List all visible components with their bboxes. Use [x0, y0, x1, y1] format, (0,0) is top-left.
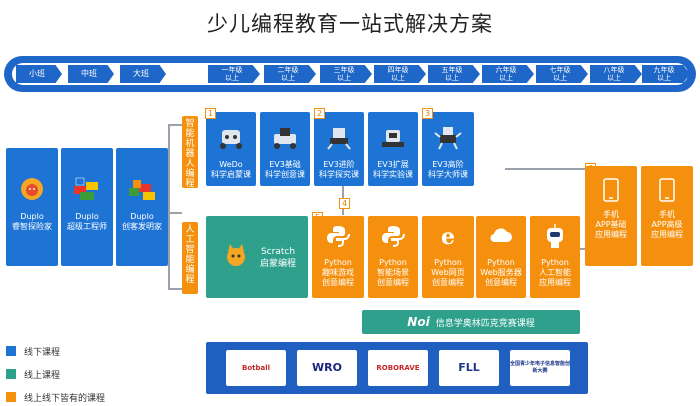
stage-grade-1: 一年级以上 [208, 65, 260, 83]
step-badge: 1 [205, 108, 216, 119]
svg-text:e: e [441, 224, 455, 248]
stage-small-class: 小班 [16, 65, 62, 83]
connector-robot [168, 124, 182, 126]
course-ev3-master: EV3高阶科学大师课 [422, 112, 474, 186]
stage-grade-8: 八年级以上 [590, 65, 642, 83]
robot-head-icon [547, 224, 563, 248]
stage-grade-5: 五年级以上 [428, 65, 480, 83]
stage-grade-4: 四年级以上 [374, 65, 426, 83]
connector-python-to-app [578, 248, 586, 250]
step-badge: 4 [339, 198, 350, 209]
bricks-icon [129, 180, 155, 200]
phone-icon [659, 178, 675, 202]
browser-icon: e [441, 224, 455, 248]
phone-icon [603, 178, 619, 202]
course-ev3-advanced: EV3进阶科学探究课 [314, 112, 364, 186]
step-badge: 2 [314, 108, 325, 119]
competition-roborave-logo: ROBORAVE [368, 350, 428, 386]
bricks-icon [74, 177, 98, 200]
python-icon [327, 226, 350, 247]
stage-grade-2: 二年级以上 [264, 65, 316, 83]
robot-icon [327, 128, 351, 150]
legend-label-offline: 线下课程 [24, 348, 61, 358]
competition-fll-logo: FLL [439, 350, 499, 386]
robot-icon [274, 128, 296, 149]
stage-grade-7: 七年级以上 [536, 65, 588, 83]
noi-logo: Noi [407, 315, 430, 329]
connector-vertical [168, 124, 170, 288]
legend-swatch-both [6, 392, 16, 402]
legend-label-both: 线上线下皆有的课程 [24, 394, 106, 404]
stage-big-class: 大班 [120, 65, 166, 83]
legend-swatch-offline [6, 346, 16, 356]
course-ev3-basic: EV3基础科学创意课 [260, 112, 310, 186]
noi-label: 信息学奥林匹克竞赛课程 [435, 319, 535, 329]
robot-icon [382, 130, 404, 147]
stage-middle-class: 中班 [68, 65, 114, 83]
stage-grade-9: 九年级以上 [642, 65, 690, 83]
page-title: 少儿编程教育一站式解决方案 [207, 12, 493, 36]
cloud-icon [490, 228, 512, 243]
robot-icon [220, 130, 242, 149]
stage-grade-6: 六年级以上 [482, 65, 534, 83]
cat-icon [227, 244, 245, 266]
python-icon [382, 226, 405, 247]
legend-swatch-online [6, 369, 16, 379]
connector-ai [168, 288, 182, 290]
connector-robot-to-app [505, 168, 585, 170]
lion-icon [21, 178, 43, 200]
course-ev3-extension: EV3扩展科学实验课 [368, 112, 418, 186]
competition-botball-logo: Botball [226, 350, 286, 386]
track-label-ai: 人工智能编程 [182, 222, 198, 294]
stage-grade-3: 三年级以上 [320, 65, 372, 83]
competition-ecic-logo: 全国青少年电子信息智能创新大赛 [510, 350, 570, 386]
robot-icon [434, 127, 462, 150]
competition-wro-logo: WRO [297, 350, 357, 386]
legend-label-online: 线上课程 [24, 371, 61, 381]
connector-mid [168, 212, 182, 214]
step-badge: 3 [422, 108, 433, 119]
track-label-robot: 智能机器人编程 [182, 116, 198, 189]
course-noi: Noi 信息学奥林匹克竞赛课程 [362, 310, 580, 334]
